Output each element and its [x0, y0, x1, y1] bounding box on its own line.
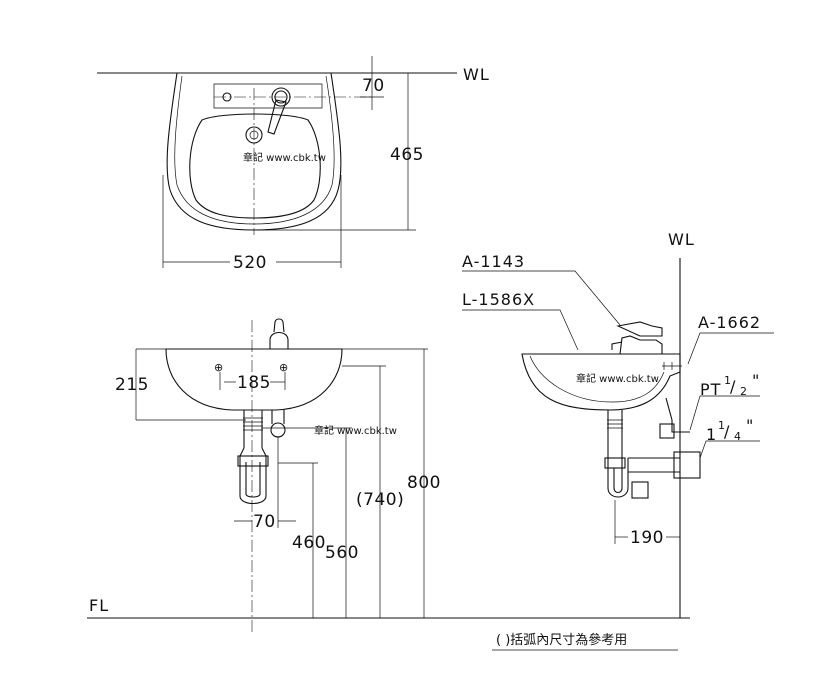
side-wl-label: WL [668, 230, 695, 249]
label-trap-whole: 1 [706, 425, 717, 444]
label-supply-num: 1 [724, 374, 731, 387]
top-view: WL 章記 www.cbk.tw 70 465 520 [97, 56, 490, 273]
label-trap-suffix: " [746, 416, 754, 435]
front-drain-thread [243, 417, 263, 431]
label-trap-slash: / [724, 422, 730, 441]
dim-190-label: 190 [630, 528, 664, 548]
dim-800-label: 800 [407, 473, 441, 493]
side-p-trap [607, 457, 680, 498]
dim-70-bottom-label: 70 [253, 512, 276, 532]
side-supply-pipe [665, 397, 690, 433]
front-mount-left: ⊕ [214, 361, 223, 374]
front-view: ⊕ ⊕ 185 章記 www.cbk.tw 215 70 460 [115, 318, 441, 632]
label-supply-prefix: PT [700, 380, 721, 399]
front-trap-nut [237, 455, 269, 467]
label-supply-den: 2 [740, 385, 747, 398]
top-basin-rim [174, 75, 335, 225]
side-wall-flange-drain [673, 451, 701, 479]
dim-740-label: (740) [356, 490, 404, 510]
front-mount-right: ⊕ [279, 361, 288, 374]
dim-520-label: 520 [233, 253, 267, 273]
dim-460-label: 460 [292, 533, 326, 553]
dim-560-label: 560 [325, 543, 359, 563]
side-bracket [662, 362, 682, 370]
label-supply-suffix: " [752, 371, 760, 390]
reference-note: ( )括弧內尺寸為參考用 [496, 632, 627, 648]
side-trap-nut [604, 457, 626, 469]
front-basin-outline [165, 348, 343, 411]
side-cleanout [631, 481, 649, 499]
side-faucet [619, 335, 663, 355]
top-faucet-deck [213, 83, 323, 109]
label-faucet: A-1143 [462, 252, 525, 271]
side-basin-outline [521, 353, 681, 411]
side-faucet-spout [611, 341, 623, 350]
fl-label: FL [89, 596, 109, 615]
side-drain-thread [607, 419, 623, 429]
label-basin: L-1586X [462, 290, 535, 309]
front-drain-tailpiece [243, 410, 263, 448]
side-drain-pipe [607, 410, 623, 468]
top-inner-bowl [189, 113, 321, 219]
front-supply-pipe [271, 410, 285, 424]
leader-basin [462, 309, 579, 351]
leader-trap [699, 440, 760, 459]
leader-faucet [462, 270, 621, 326]
label-trap-den: 4 [734, 430, 741, 443]
label-bracket: A-1662 [698, 313, 761, 332]
side-view: WL 章記 www.cbk.tw 190 A-1143 L-1586X A-1 [462, 230, 774, 618]
front-watermark: 章記 www.cbk.tw [314, 424, 397, 437]
dim-215-label: 215 [115, 375, 149, 395]
top-watermark: 章記 www.cbk.tw [243, 151, 326, 164]
front-faucet [269, 331, 289, 349]
front-faucet-head [273, 318, 285, 333]
label-trap-num: 1 [718, 419, 725, 432]
front-trap [239, 447, 267, 505]
front-supply-valve [270, 422, 286, 438]
dim-185-label: 185 [237, 373, 271, 393]
top-wl-label: WL [463, 65, 490, 84]
leader-supply [689, 395, 760, 431]
side-basin-inner [529, 355, 665, 403]
top-faucet-lever [267, 99, 287, 135]
side-supply-valve [659, 423, 675, 439]
side-faucet-lever [616, 321, 663, 337]
label-supply-slash: / [730, 377, 736, 396]
side-watermark: 章記 www.cbk.tw [576, 372, 659, 385]
dim-465-label: 465 [390, 145, 424, 165]
dim-70-top-label: 70 [362, 76, 385, 96]
leader-bracket [687, 332, 774, 365]
